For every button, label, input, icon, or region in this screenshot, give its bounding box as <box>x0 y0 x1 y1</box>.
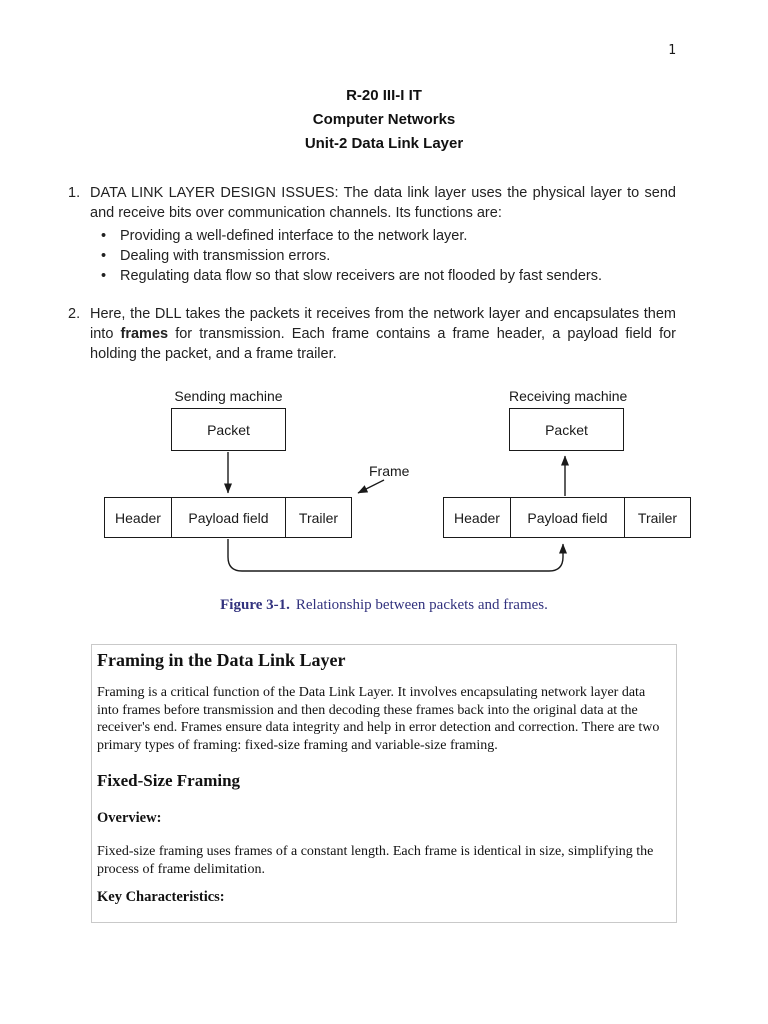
bullet-item-text: Regulating data flow so that slow receiv… <box>120 268 602 284</box>
packet-label: Packet <box>207 421 250 438</box>
frame-cell-trailer: Trailer <box>298 509 339 526</box>
packets-frames-diagram: Sending machine Receiving machine Packet… <box>0 385 768 600</box>
document-header: R-20 III-I IT Computer Networks Unit-2 D… <box>0 84 768 156</box>
frame-cell-header: Header <box>115 509 161 526</box>
bullet-icon: • <box>101 268 107 284</box>
doc-title-line-3: Unit-2 Data Link Layer <box>304 135 464 152</box>
receiving-machine-label: Receiving machine <box>509 388 628 404</box>
overview-label: Overview: <box>97 810 162 826</box>
bullet-list: • Providing a well-defined interface to … <box>90 226 676 286</box>
bullet-icon: • <box>101 248 107 264</box>
frame-row-receiving: Header Payload field Trailer <box>443 497 691 538</box>
frame-cell-header: Header <box>454 509 500 526</box>
list-item-2-number: 2. <box>68 306 81 322</box>
packet-box-sending: Packet <box>171 408 286 451</box>
fixed-size-framing-heading: Fixed-Size Framing <box>97 771 241 790</box>
packet-box-receiving: Packet <box>509 408 624 451</box>
list-item-1-number: 1. <box>68 185 81 201</box>
list-item-2-text: Here, the DLL takes the packets it recei… <box>90 306 676 362</box>
frame-cell-payload: Payload field <box>510 498 625 537</box>
doc-title-line-2: Computer Networks <box>312 111 456 128</box>
bullet-item: • Providing a well-defined interface to … <box>101 226 676 246</box>
figure-caption-label: Figure 3-1. <box>220 597 290 613</box>
arrow-frame-pointer <box>357 479 385 494</box>
framing-section-box: Framing in the Data Link Layer Framing i… <box>91 644 677 923</box>
key-characteristics-label: Key Characteristics: <box>97 889 225 905</box>
packet-label: Packet <box>545 421 588 438</box>
sending-machine-label: Sending machine <box>174 388 283 404</box>
list-item-2: 2. Here, the DLL takes the packets it re… <box>68 304 676 364</box>
framing-intro-paragraph: Framing is a critical function of the Da… <box>97 685 660 753</box>
bullet-item-text: Providing a well-defined interface to th… <box>120 228 468 244</box>
frame-cell-payload: Payload field <box>171 498 286 537</box>
transmission-connector <box>227 539 567 572</box>
frame-label: Frame <box>369 463 410 479</box>
figure-caption: Figure 3-1. Relationship between packets … <box>0 597 768 614</box>
doc-title-line-1: R-20 III-I IT <box>346 87 422 104</box>
bullet-item-text: Dealing with transmission errors. <box>120 248 331 264</box>
frame-row-sending: Header Payload field Trailer <box>104 497 352 538</box>
page-number: 1 <box>668 43 676 58</box>
bullet-item: • Regulating data flow so that slow rece… <box>101 266 676 286</box>
list-item-1-text: DATA LINK LAYER DESIGN ISSUES: The data … <box>90 185 676 221</box>
bold-word-frames: frames <box>120 326 169 342</box>
figure-caption-text: Relationship between packets and frames. <box>295 597 548 613</box>
frame-cell-trailer: Trailer <box>637 509 678 526</box>
bullet-item: • Dealing with transmission errors. <box>101 246 676 266</box>
overview-paragraph: Fixed-size framing uses frames of a cons… <box>97 844 654 877</box>
diagram-arrows <box>224 452 569 572</box>
bullet-icon: • <box>101 228 107 244</box>
framing-title: Framing in the Data Link Layer <box>97 650 346 670</box>
list-item-1: 1. DATA LINK LAYER DESIGN ISSUES: The da… <box>68 183 676 286</box>
